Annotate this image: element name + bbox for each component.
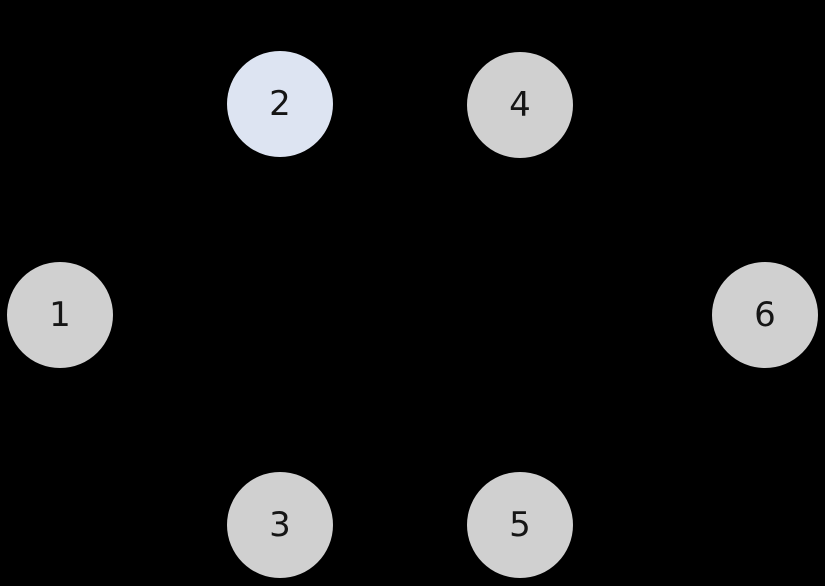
graph-node-label: 6 [754, 295, 776, 335]
graph-node-label: 2 [269, 84, 291, 124]
graph-node-label: 5 [509, 505, 531, 545]
graph-node-4[interactable]: 4 [467, 52, 573, 158]
graph-node-5[interactable]: 5 [467, 472, 573, 578]
graph-node-6[interactable]: 6 [712, 262, 818, 368]
graph-node-1[interactable]: 1 [7, 262, 113, 368]
graph-node-label: 3 [269, 505, 291, 545]
graph-node-3[interactable]: 3 [227, 472, 333, 578]
graph-node-label: 4 [509, 85, 531, 125]
graph-node-2[interactable]: 2 [227, 51, 333, 157]
graph-node-label: 1 [49, 295, 71, 335]
